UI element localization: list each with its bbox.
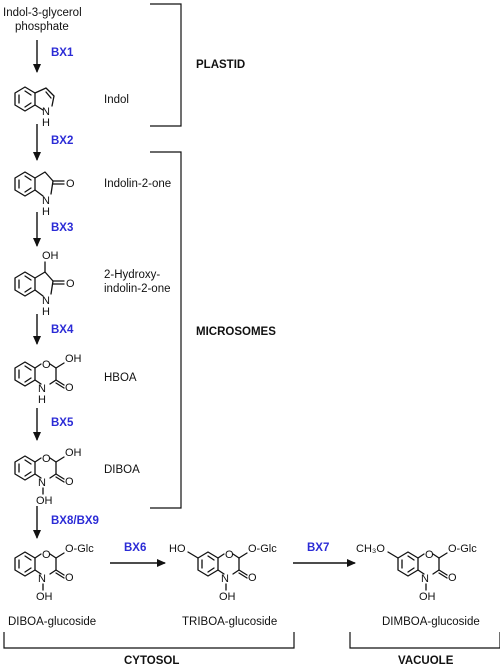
diboa-glucoside-structure bbox=[14, 551, 65, 591]
dimboa-glc-ch3o-atom: CH₃O bbox=[356, 543, 385, 555]
dimboa-glc-o-atom: O bbox=[448, 572, 457, 584]
diboa-oh-atom: OH bbox=[65, 447, 82, 459]
triboa-glucoside-label: TRIBOA-glucoside bbox=[182, 616, 277, 628]
triboa-glc-ho-atom: HO bbox=[169, 543, 186, 555]
hboa-n-atom: N bbox=[38, 383, 46, 395]
hboa-label: HBOA bbox=[104, 372, 137, 384]
diboa-glc-o-atom: O bbox=[65, 572, 74, 584]
hboa-oh-atom: OH bbox=[65, 353, 82, 365]
igp-label-line2: phosphate bbox=[15, 21, 69, 33]
bx5-label: BX5 bbox=[51, 417, 74, 429]
hydroxy-oh-atom: OH bbox=[42, 250, 59, 262]
dimboa-glucoside-structure bbox=[387, 551, 448, 591]
hboa-h-atom: H bbox=[38, 394, 46, 406]
hboa-o-atom: O bbox=[65, 382, 74, 394]
indolinone-h-atom: H bbox=[42, 206, 50, 218]
indol-h-atom: H bbox=[42, 117, 50, 129]
dimboa-glucoside-label: DIMBOA-glucoside bbox=[382, 616, 480, 628]
bx89-label: BX8/BX9 bbox=[51, 515, 99, 527]
indolinone-structure bbox=[14, 171, 65, 197]
dimboa-glc-oh-atom: OH bbox=[419, 591, 436, 603]
triboa-glucoside-structure bbox=[187, 551, 248, 591]
dimboa-glc-oglc-atom: O-Glc bbox=[448, 543, 477, 555]
diboa-glc-oh-atom: OH bbox=[36, 591, 53, 603]
hydroxy-h-atom: H bbox=[42, 306, 50, 318]
diboa-glucoside-label: DIBOA-glucoside bbox=[8, 616, 96, 628]
indolinone-o-atom: O bbox=[66, 178, 75, 190]
igp-label-line1: Indol-3-glycerol bbox=[3, 7, 82, 19]
bx7-label: BX7 bbox=[307, 542, 329, 554]
plastid-bracket bbox=[150, 3, 182, 127]
vacuole-label: VACUOLE bbox=[398, 655, 454, 667]
triboa-glc-n-atom: N bbox=[221, 573, 229, 585]
hboa-o-ring-atom: O bbox=[42, 359, 51, 371]
diboa-structure bbox=[14, 455, 65, 495]
diboa-o-ring-atom: O bbox=[42, 453, 51, 465]
plastid-label: PLASTID bbox=[196, 59, 245, 71]
triboa-glc-oglc-atom: O-Glc bbox=[248, 543, 277, 555]
indolinone-n-atom: N bbox=[42, 195, 50, 207]
dimboa-glc-o-ring-atom: O bbox=[425, 549, 434, 561]
bx6-label: BX6 bbox=[124, 542, 146, 554]
hydroxy-label-line2: indolin-2-one bbox=[104, 283, 171, 295]
bx2-label: BX2 bbox=[51, 135, 73, 147]
diboa-label: DIBOA bbox=[104, 464, 140, 476]
cytosol-bracket bbox=[3, 632, 295, 649]
vacuole-bracket bbox=[349, 632, 500, 649]
diboa-glc-o-ring-atom: O bbox=[42, 549, 51, 561]
triboa-glc-o-atom: O bbox=[248, 572, 257, 584]
hydroxy-label-line1: 2-Hydroxy- bbox=[104, 269, 160, 281]
hboa-structure bbox=[14, 361, 65, 389]
diboa-n-atom: N bbox=[38, 477, 46, 489]
indol-label: Indol bbox=[104, 94, 129, 106]
bx1-label: BX1 bbox=[51, 47, 74, 59]
triboa-glc-oh-atom: OH bbox=[219, 591, 236, 603]
diboa-n-oh-atom: OH bbox=[36, 495, 53, 507]
bx3-label: BX3 bbox=[51, 222, 73, 234]
triboa-glc-o-ring-atom: O bbox=[225, 549, 234, 561]
indol-n-atom: N bbox=[42, 106, 50, 118]
hydroxy-o-atom: O bbox=[66, 278, 75, 290]
diboa-glc-oglc-atom: O-Glc bbox=[65, 543, 94, 555]
hydroxy-n-atom: N bbox=[42, 295, 50, 307]
microsomes-bracket bbox=[150, 151, 182, 509]
dimboa-glc-n-atom: N bbox=[421, 573, 429, 585]
microsomes-label: MICROSOMES bbox=[196, 326, 276, 338]
cytosol-label: CYTOSOL bbox=[124, 655, 179, 667]
indolinone-label: Indolin-2-one bbox=[104, 178, 171, 190]
bx4-label: BX4 bbox=[51, 324, 74, 336]
diboa-glc-n-atom: N bbox=[38, 573, 46, 585]
diboa-o-atom: O bbox=[65, 476, 74, 488]
hydroxy-indolinone-structure bbox=[14, 261, 65, 297]
indol-structure bbox=[14, 86, 55, 112]
